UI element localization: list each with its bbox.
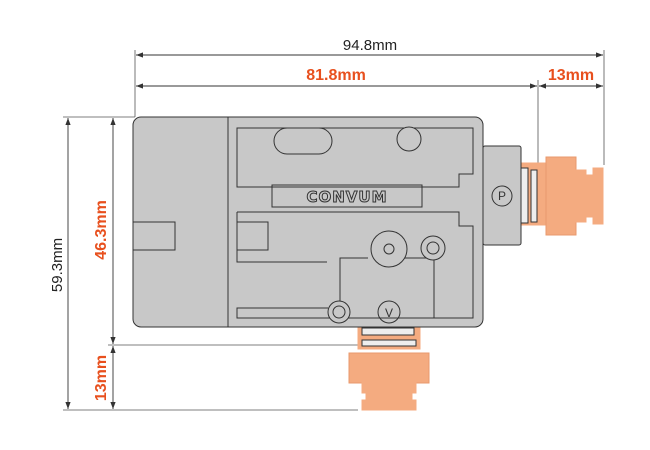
- body-height-label: 46.3mm: [93, 200, 110, 260]
- extension-lines: [63, 50, 605, 411]
- fitting-height-label: 13mm: [93, 355, 110, 401]
- bottom-fitting: [348, 326, 430, 411]
- port-p-label: P: [498, 189, 506, 203]
- overall-width-label: 94.8mm: [343, 37, 397, 54]
- port-v-label: V: [385, 306, 393, 320]
- ejector-body: [132, 116, 522, 328]
- fitting-width-label: 13mm: [548, 67, 594, 84]
- port-v-circle: [377, 300, 401, 324]
- right-fitting: [520, 156, 604, 236]
- convum-logo: CONVUM: [306, 188, 387, 206]
- body-width-label: 81.8mm: [306, 67, 366, 84]
- port-p-circle: [491, 185, 513, 207]
- overall-height-label: 59.3mm: [49, 238, 66, 292]
